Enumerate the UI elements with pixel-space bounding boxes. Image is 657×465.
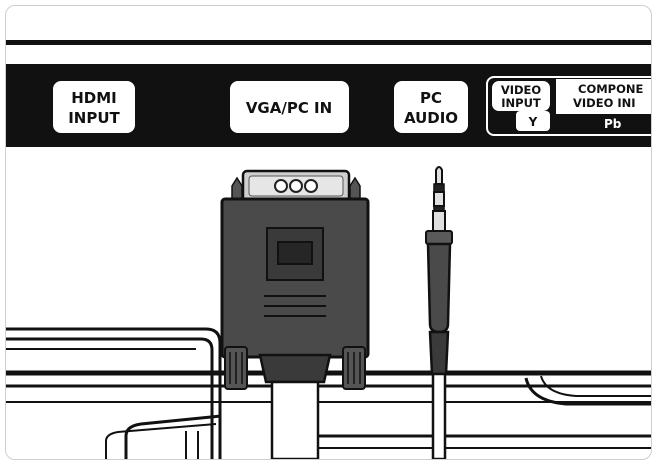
component-label-box [556, 79, 651, 114]
video-input-section: VIDEO INPUT Y COMPONE VIDEO INI Pb [486, 76, 651, 136]
vga-pin-hole [304, 179, 318, 193]
cable-curve-right-2 [540, 375, 651, 397]
vga-label-text: VGA/PC IN [246, 99, 332, 117]
cable-line-left-2 [6, 337, 214, 459]
video-y-box [516, 111, 550, 131]
video-input-box [492, 81, 550, 111]
audio-plug-sleeve [433, 191, 445, 207]
video-input-line1: VIDEO [501, 83, 542, 97]
video-input-outline [486, 76, 651, 136]
video-y-label: Y [528, 115, 538, 129]
cable-curve-lower-2 [105, 423, 217, 459]
diagram-frame: HDMI INPUT VGA/PC IN PC AUDIO VIDEO INPU… [5, 5, 652, 460]
pc-audio-label: PC AUDIO [394, 81, 468, 133]
video-input-line2: INPUT [501, 96, 541, 110]
pc-audio-label-box [394, 81, 468, 133]
vga-cable [270, 380, 320, 459]
vga-strain-relief [258, 353, 332, 384]
cable-curve-right [524, 377, 651, 406]
audio-plug-shaft [432, 210, 446, 232]
pc-audio-line2: AUDIO [404, 109, 458, 127]
pc-audio-line1: PC [420, 89, 442, 107]
panel-top-edge [6, 40, 651, 45]
audio-plug-strain-relief [428, 330, 450, 376]
vga-pin-hole [289, 179, 303, 193]
component-line1: COMPONE [578, 82, 643, 96]
audio-cable [431, 372, 447, 459]
vga-connector [220, 169, 370, 459]
vga-label-box [230, 81, 349, 133]
audio-plug-tip [435, 166, 443, 185]
audio-jack-connector [425, 166, 453, 459]
hdmi-label-line2: INPUT [68, 109, 120, 127]
audio-plug-collar [425, 230, 453, 245]
cable-curve-lower [124, 414, 222, 459]
audio-plug-body [426, 242, 452, 334]
component-line2: VIDEO INI [573, 96, 636, 110]
cable-line-left-1 [6, 327, 222, 459]
component-pb-label: Pb [604, 117, 622, 131]
vga-pin-hole [274, 179, 288, 193]
vga-pc-in-label: VGA/PC IN [230, 81, 349, 133]
connection-diagram: HDMI INPUT VGA/PC IN PC AUDIO VIDEO INPU… [6, 40, 651, 459]
hdmi-input-label: HDMI INPUT [53, 81, 135, 133]
audio-plug-ring [433, 183, 445, 193]
hdmi-label-line1: HDMI [71, 89, 117, 107]
vga-grip-window [277, 241, 313, 265]
hdmi-label-box [53, 81, 135, 133]
